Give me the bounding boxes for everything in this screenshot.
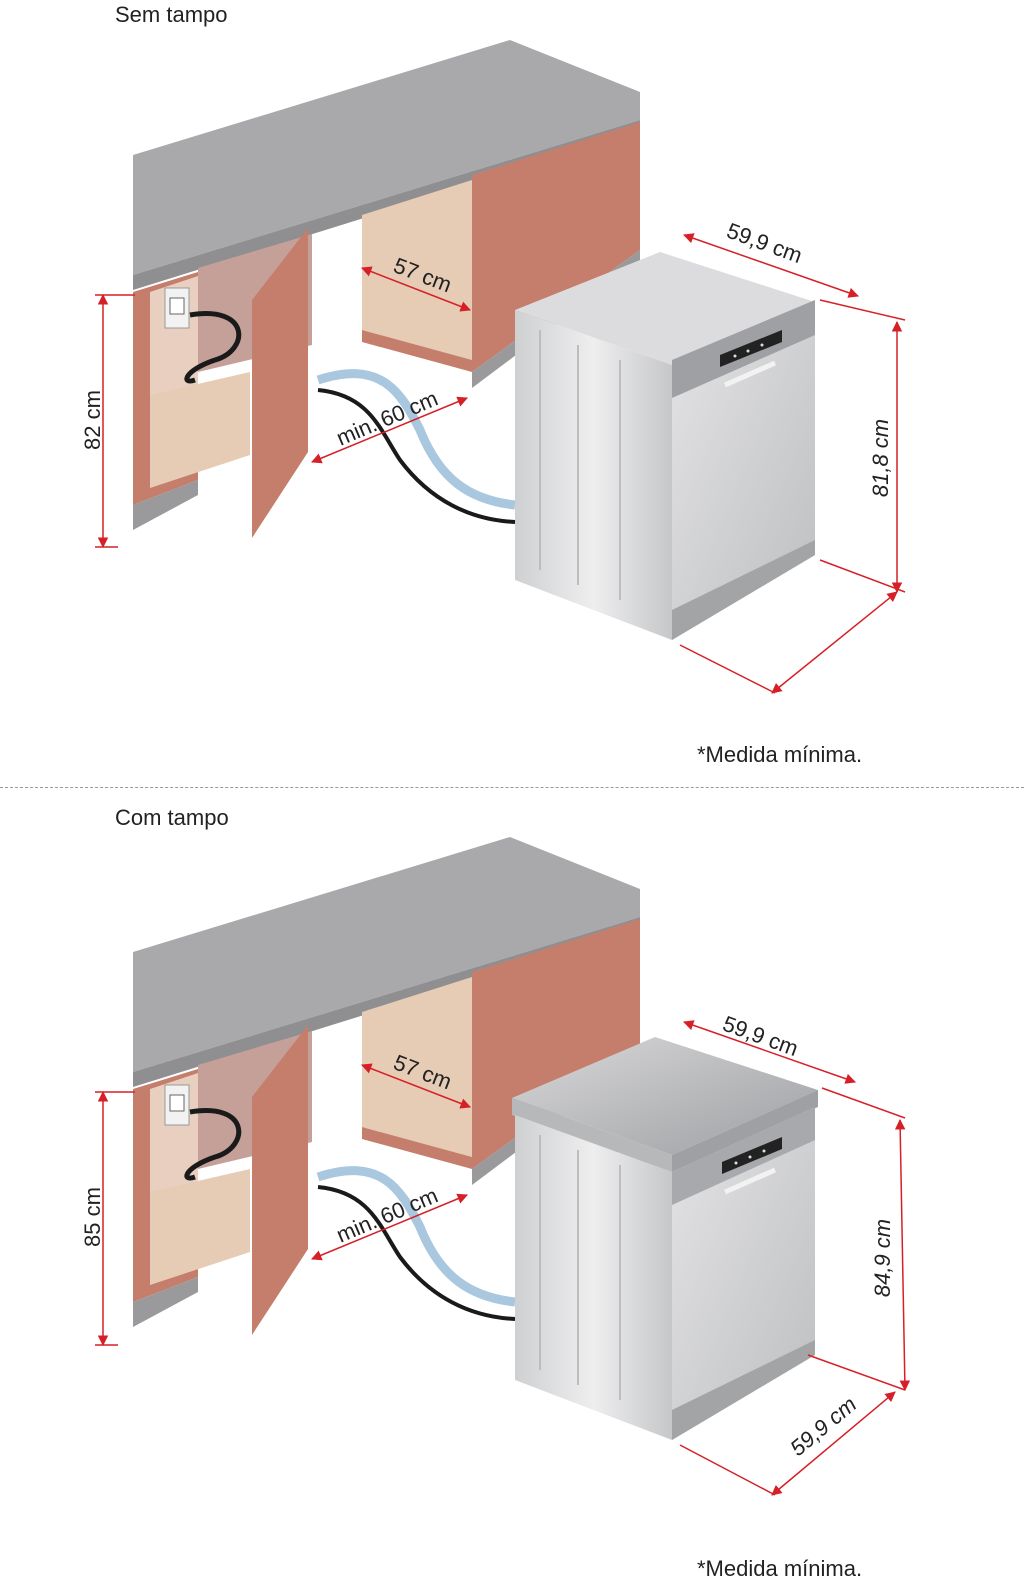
door-handle [723, 1167, 777, 1195]
control-panel-icon [720, 330, 782, 367]
dishwasher [515, 252, 815, 640]
cabinet-height-label: 85 cm [80, 1187, 105, 1247]
dishwasher [512, 1037, 818, 1440]
power-outlet-icon [164, 287, 190, 329]
appliance-height-label: 84,9 cm [870, 1219, 895, 1297]
section-title-com-tampo: Com tampo [115, 805, 229, 830]
counter-top [133, 837, 640, 1072]
power-cable [184, 311, 242, 384]
appliance-height-label: 81,8 cm [868, 419, 893, 497]
installation-diagram-sem-tampo: 82 cm 57 cm min. 60 cm 59,9 cm 81,8 cm [80, 40, 906, 694]
dimension-lines [95, 233, 906, 694]
installation-diagram-com-tampo: 85 cm 57 cm min. 60 cm 59,9 cm 84,9 cm 5… [80, 837, 911, 1496]
minimum-measure-note: *Medida mínima. [697, 1556, 863, 1581]
section-divider [0, 787, 1024, 788]
minimum-measure-note: *Medida mínima. [697, 742, 863, 767]
power-cable [184, 1108, 242, 1181]
door-handle [723, 360, 777, 388]
cabinet-door [252, 228, 308, 538]
dimension-lines [95, 1020, 911, 1496]
appliance-top-width-label: 59,9 cm [724, 218, 806, 268]
section-title-sem-tampo: Sem tampo [115, 2, 228, 27]
power-outlet-icon [164, 1084, 190, 1126]
counter-top [133, 40, 640, 275]
control-panel-icon [722, 1137, 782, 1174]
appliance-bottom-width-label: 59,9 cm [785, 1392, 861, 1461]
appliance-top-width-label: 59,9 cm [720, 1011, 802, 1061]
cabinet-height-label: 82 cm [80, 390, 105, 450]
cabinet-door [252, 1025, 308, 1335]
